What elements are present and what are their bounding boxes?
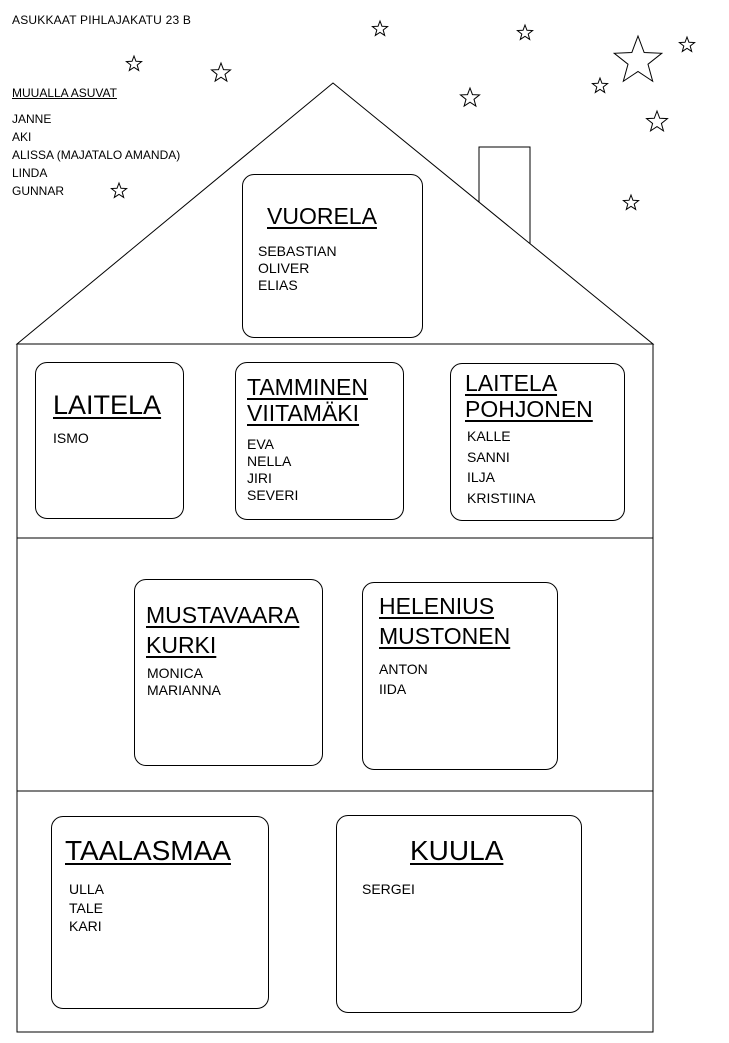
family-name-line: MUSTONEN — [379, 622, 511, 649]
others-name: GUNNAR — [12, 184, 65, 198]
family-name: VUORELA — [267, 203, 377, 229]
resident: MONICA — [147, 665, 203, 681]
family-name-line: MUSTAVAARA — [146, 602, 300, 628]
resident: KARI — [69, 918, 102, 934]
resident: ILJA — [467, 469, 496, 485]
apartment-taalasmaa: TAALASMAA ULLA TALE KARI — [51, 816, 269, 1009]
resident-list: ISMO — [53, 430, 89, 447]
family-name: HELENIUS MUSTONEN — [379, 592, 510, 652]
others-name: ALISSA (MAJATALO AMANDA) — [12, 148, 181, 162]
family-name-line: TAALASMAA — [65, 835, 231, 866]
resident-list: SERGEI — [362, 881, 415, 898]
others-name: JANNE — [12, 112, 52, 126]
others-name: AKI — [12, 130, 32, 144]
others-name: LINDA — [12, 166, 48, 180]
family-name-line: VIITAMÄKI — [247, 400, 360, 427]
family-name-line: LAITELA — [465, 370, 558, 396]
star-icon — [622, 193, 640, 211]
resident: SANNI — [467, 448, 510, 465]
family-name-line: HELENIUS — [379, 593, 495, 619]
apartment-helenius-mustonen: HELENIUS MUSTONEN ANTON IIDA — [362, 582, 558, 770]
resident-list: KALLE SANNI ILJA KRISTIINA — [467, 426, 535, 508]
family-name-line: TAMMINEN — [247, 374, 368, 400]
star-icon — [459, 86, 481, 108]
star-icon — [210, 61, 232, 83]
resident: KRISTIINA — [467, 489, 536, 506]
star-icon — [678, 35, 696, 53]
resident: ISMO — [53, 430, 89, 446]
family-name-line: VUORELA — [267, 203, 377, 229]
family-name: LAITELA POHJONEN — [465, 370, 593, 423]
resident-list: SEBASTIAN OLIVER ELIAS — [258, 243, 337, 294]
family-name: LAITELA — [53, 390, 161, 421]
others-heading: MUUALLA ASUVAT — [12, 86, 117, 100]
family-name-line: KUULA — [410, 835, 504, 866]
resident-list: ANTON IIDA — [379, 659, 428, 699]
star-icon — [612, 34, 664, 83]
star-icon — [125, 54, 143, 72]
resident-list: MONICA MARIANNA — [147, 665, 221, 699]
family-name-line: POHJONEN — [465, 396, 593, 423]
resident: IIDA — [379, 681, 407, 697]
family-name: TAALASMAA — [65, 835, 231, 867]
resident: SEBASTIAN — [258, 243, 337, 259]
resident-list: ULLA TALE KARI — [69, 880, 104, 936]
star-icon — [591, 76, 609, 94]
resident: EVA — [247, 436, 274, 452]
resident: ANTON — [379, 661, 428, 677]
resident: ELIAS — [258, 277, 298, 293]
family-name: KUULA — [410, 835, 503, 867]
family-name-line: KURKI — [146, 631, 217, 658]
resident: JIRI — [247, 470, 272, 486]
others-list: JANNE AKI ALISSA (MAJATALO AMANDA) LINDA… — [12, 110, 180, 200]
stars-group — [110, 19, 696, 211]
apartment-kuula: KUULA SERGEI — [336, 815, 582, 1013]
family-name: TAMMINEN VIITAMÄKI — [247, 374, 368, 427]
resident: ULLA — [69, 881, 105, 897]
apartment-laitela-pohjonen: LAITELA POHJONEN KALLE SANNI ILJA KRISTI… — [450, 363, 625, 521]
star-icon — [516, 23, 534, 41]
star-icon — [645, 109, 669, 133]
resident: TALE — [69, 899, 103, 916]
apartment-tamminen-viitamaki: TAMMINEN VIITAMÄKI EVA NELLA JIRI SEVERI — [235, 362, 404, 520]
family-name-line: LAITELA — [53, 390, 162, 420]
page-title: ASUKKAAT PIHLAJAKATU 23 B — [12, 13, 192, 27]
apartment-vuorela: VUORELA SEBASTIAN OLIVER ELIAS — [242, 174, 423, 338]
star-icon — [110, 181, 128, 199]
star-icon — [371, 19, 389, 37]
house-body — [16, 343, 654, 1033]
family-name: MUSTAVAARA KURKI — [146, 601, 299, 661]
resident: SERGEI — [362, 881, 415, 897]
resident-list: EVA NELLA JIRI SEVERI — [247, 436, 298, 504]
resident: SEVERI — [247, 487, 299, 503]
resident: NELLA — [247, 453, 292, 469]
resident: KALLE — [467, 428, 511, 444]
apartment-mustavaara-kurki: MUSTAVAARA KURKI MONICA MARIANNA — [134, 579, 323, 766]
resident: OLIVER — [258, 260, 310, 276]
resident: MARIANNA — [147, 682, 221, 698]
apartment-laitela: LAITELA ISMO — [35, 362, 184, 519]
